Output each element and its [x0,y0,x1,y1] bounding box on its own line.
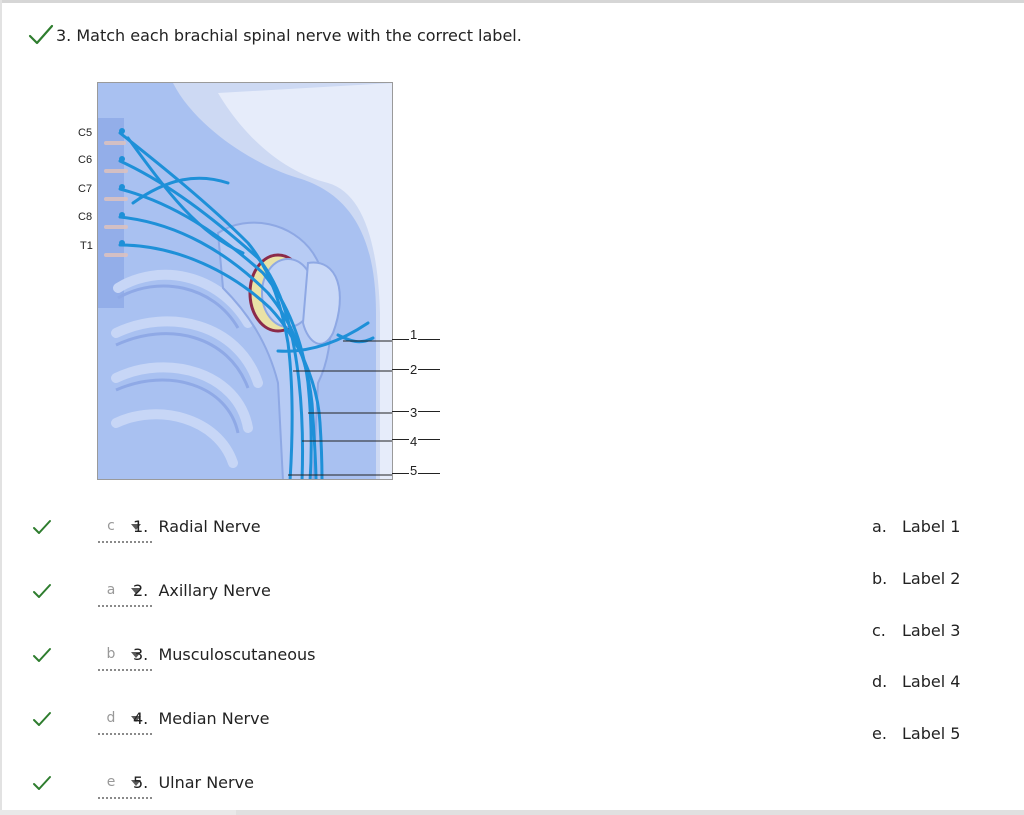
match-item-label: 5. Ulnar Nerve [133,773,254,792]
option-text: Label 3 [902,621,961,640]
match-item-label: 3. Musculoscutaneous [133,645,316,664]
horizontal-scrollbar[interactable] [236,810,1024,815]
answer-select-4[interactable]: d [65,708,152,738]
answer-select-2[interactable]: a [65,580,152,610]
caret-down-icon [131,588,141,594]
option-letter: c. [872,621,886,640]
vertebra-label-c7: C7 [78,183,93,195]
option-text: Label 1 [902,517,961,536]
callout-number-5: 5 [409,463,419,478]
caret-down-icon [131,652,141,658]
option-letter: b. [872,569,888,588]
correct-check-icon [33,776,51,790]
selected-value: d [106,710,116,726]
vertebra-label-c5: C5 [78,127,93,139]
correct-check-icon [33,712,51,726]
selected-value: c [107,518,115,534]
option-item: c. Label 3 [872,621,960,640]
question-header: 3. Match each brachial spinal nerve with… [28,22,522,48]
question-text: 3. Match each brachial spinal nerve with… [56,25,522,45]
select-underline [98,669,152,671]
select-underline [98,541,152,543]
answer-select-3[interactable]: b [65,644,152,674]
callout-number-2: 2 [409,362,419,377]
callout-number-3: 3 [409,405,419,420]
callout-number-1: 1 [409,327,419,342]
selected-value: a [106,582,116,598]
callout-number-4: 4 [409,434,419,449]
match-row: a 2. Axillary Nerve [32,580,432,610]
caret-down-icon [131,524,141,530]
caret-down-icon [131,716,141,722]
correct-check-icon [28,24,54,45]
answer-select-5[interactable]: e [65,772,152,802]
option-letter: a. [872,517,887,536]
match-row: c 1. Radial Nerve [32,516,432,546]
match-item-label: 2. Axillary Nerve [133,581,271,600]
correct-check-icon [33,648,51,662]
answer-select-1[interactable]: c [65,516,152,546]
bottom-scrollbar-track [0,810,1024,815]
option-text: Label 5 [902,724,961,743]
match-row: d 4. Median Nerve [32,708,432,738]
selected-value: b [106,646,116,662]
match-item-label: 1. Radial Nerve [133,517,261,536]
option-text: Label 4 [902,672,961,691]
select-underline [98,605,152,607]
option-letter: d. [872,672,888,691]
match-item-label: 4. Median Nerve [133,709,270,728]
selected-value: e [106,774,116,790]
correct-check-icon [33,584,51,598]
brachial-plexus-figure: C5 [97,82,393,480]
option-item: a. Label 1 [872,517,960,536]
option-item: e. Label 5 [872,724,960,743]
select-underline [98,733,152,735]
top-border [0,0,1024,3]
match-row: b 3. Musculoscutaneous [32,644,432,674]
anatomy-illustration: C5 [98,83,392,479]
option-text: Label 2 [902,569,961,588]
correct-check-icon [33,520,51,534]
vertebra-label-t1: T1 [80,240,93,252]
vertebra-label-c6: C6 [78,154,93,166]
option-item: d. Label 4 [872,672,960,691]
select-underline [98,797,152,799]
option-item: b. Label 2 [872,569,960,588]
vertebra-label-c8: C8 [78,211,93,223]
option-letter: e. [872,724,887,743]
caret-down-icon [131,780,141,786]
left-border [0,0,2,815]
match-row: e 5. Ulnar Nerve [32,772,432,802]
